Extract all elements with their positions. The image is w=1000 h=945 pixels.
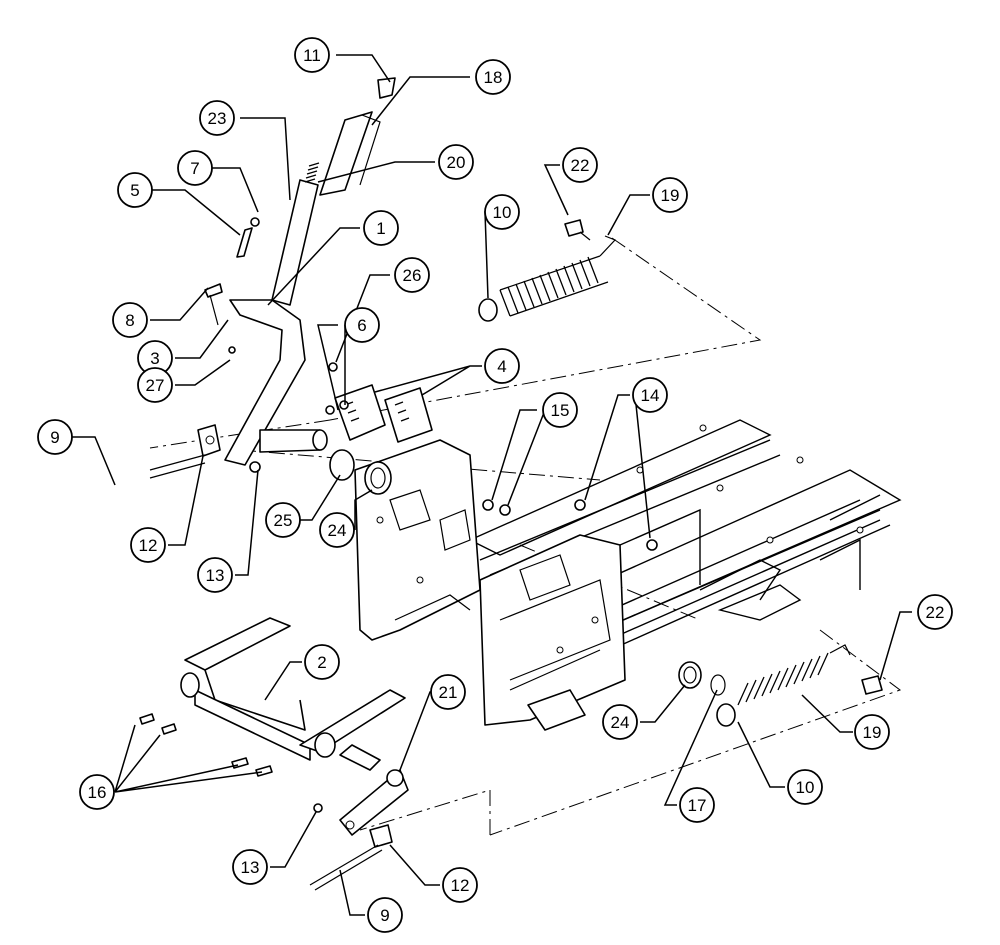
svg-text:9: 9 <box>380 906 389 925</box>
svg-text:4: 4 <box>497 357 506 376</box>
svg-text:14: 14 <box>641 386 660 405</box>
callout-24-upper: 24 <box>319 512 355 548</box>
callout-5: 5 <box>117 172 153 208</box>
svg-text:6: 6 <box>357 316 366 335</box>
callout-19-lower: 19 <box>854 714 890 750</box>
callout-1: 1 <box>363 210 399 246</box>
svg-text:13: 13 <box>206 566 225 585</box>
svg-text:15: 15 <box>551 401 570 420</box>
svg-text:24: 24 <box>611 713 630 732</box>
svg-text:1: 1 <box>376 219 385 238</box>
lift-lever <box>149 77 396 479</box>
callout-6: 6 <box>344 307 380 343</box>
svg-text:20: 20 <box>447 153 466 172</box>
spring-plates <box>325 362 433 443</box>
latch-plate <box>236 227 253 258</box>
pivot-assembly <box>180 617 409 891</box>
callout-19-upper: 19 <box>652 177 688 213</box>
callout-14: 14 <box>632 377 668 413</box>
callout-10-lower: 10 <box>787 769 823 805</box>
svg-text:9: 9 <box>50 428 59 447</box>
grip <box>319 111 373 196</box>
svg-text:26: 26 <box>403 266 422 285</box>
svg-text:13: 13 <box>241 858 260 877</box>
callout-25: 25 <box>265 502 301 538</box>
svg-text:5: 5 <box>130 181 139 200</box>
callout-18: 18 <box>475 59 511 95</box>
callouts: 11 18 23 7 20 5 1 22 19 10 8 26 3 6 4 27… <box>37 37 953 933</box>
bushings-upper <box>329 449 392 495</box>
callout-13-lower: 13 <box>232 849 268 885</box>
svg-text:22: 22 <box>571 156 590 175</box>
nuts-frame <box>482 499 658 551</box>
callout-27: 27 <box>137 367 173 403</box>
callout-2: 2 <box>304 644 340 680</box>
svg-text:11: 11 <box>303 46 321 65</box>
callout-9-upper: 9 <box>37 419 73 455</box>
callout-24-lower: 24 <box>602 704 638 740</box>
callout-17: 17 <box>679 787 715 823</box>
callout-21: 21 <box>430 674 466 710</box>
callout-7: 7 <box>177 150 213 186</box>
svg-text:17: 17 <box>688 796 707 815</box>
centerlines <box>149 237 902 836</box>
svg-text:8: 8 <box>125 311 134 330</box>
callout-8: 8 <box>112 302 148 338</box>
callout-22-upper: 22 <box>562 147 598 183</box>
lower-arm <box>339 769 409 836</box>
svg-text:23: 23 <box>208 109 227 128</box>
svg-text:18: 18 <box>484 68 503 87</box>
leader-lines <box>72 54 912 916</box>
svg-text:12: 12 <box>139 536 158 555</box>
svg-text:10: 10 <box>796 778 815 797</box>
spring-lower <box>678 644 883 727</box>
callout-23: 23 <box>199 100 235 136</box>
svg-text:12: 12 <box>451 876 470 895</box>
svg-text:10: 10 <box>493 203 512 222</box>
callout-26: 26 <box>394 257 430 293</box>
callout-11: 11 <box>294 37 330 73</box>
svg-text:22: 22 <box>926 603 945 622</box>
callout-4: 4 <box>484 348 520 384</box>
svg-text:3: 3 <box>150 349 159 368</box>
svg-text:19: 19 <box>863 723 882 742</box>
callout-13-upper: 13 <box>197 557 233 593</box>
spring-upper <box>478 219 617 322</box>
svg-text:2: 2 <box>317 653 326 672</box>
callout-20: 20 <box>438 144 474 180</box>
svg-text:27: 27 <box>146 376 165 395</box>
svg-text:19: 19 <box>661 186 680 205</box>
side-plates <box>354 439 626 731</box>
callout-12-lower: 12 <box>442 867 478 903</box>
cap <box>377 77 396 99</box>
svg-text:7: 7 <box>190 159 199 178</box>
pins <box>139 713 273 777</box>
callout-10-upper: 10 <box>484 194 520 230</box>
callout-22-lower: 22 <box>917 594 953 630</box>
svg-text:21: 21 <box>439 683 458 702</box>
callout-12-upper: 12 <box>130 527 166 563</box>
svg-text:24: 24 <box>328 521 347 540</box>
callout-16: 16 <box>79 774 115 810</box>
callout-9-lower: 9 <box>367 897 403 933</box>
callout-15: 15 <box>542 392 578 428</box>
svg-text:25: 25 <box>274 511 293 530</box>
svg-text:16: 16 <box>88 783 107 802</box>
